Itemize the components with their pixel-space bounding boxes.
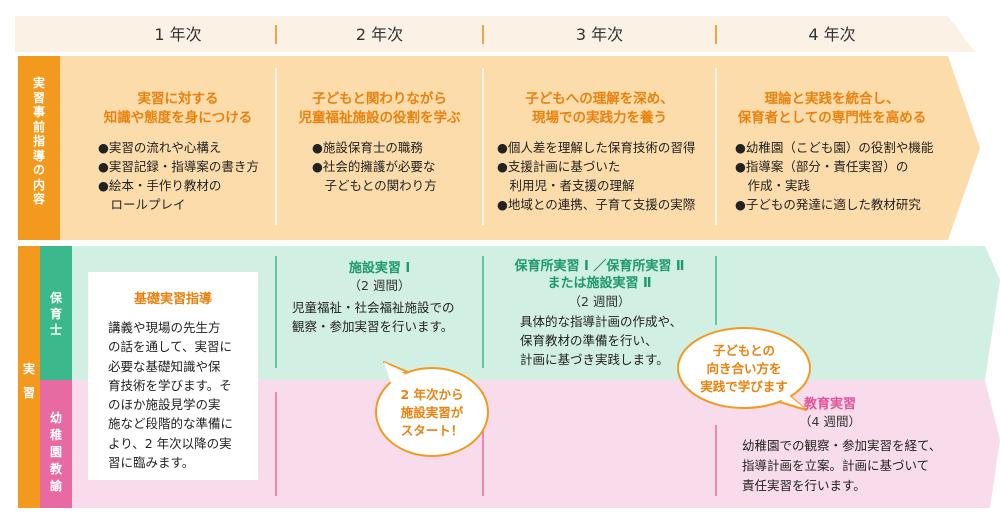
face-bubble-text: 子どもとの 向き合い方を 実践で学びます: [700, 343, 788, 394]
year-2: 2 年次: [355, 25, 404, 44]
nursery-practice-text: 具体的な指導計画の作成や、 保育教材の準備を行い、 計画に基づき実践します。: [520, 314, 683, 367]
start-bubble-text: 2 年次から 施設実習が スタート！: [400, 387, 464, 438]
nursery-label-bar: [40, 246, 72, 380]
kinder-practice-text: 幼稚園での観察・参加実習を経て、 指導計画を立案。計画に基づいて 責任実習を行い…: [742, 438, 942, 493]
guidance-bullets-3: ●個人差を理解した保育技術の習得 ●支援計画に基づいた 利用児・者支援の理解 ●…: [497, 140, 696, 212]
start-bubble-tail-fill: [384, 362, 405, 383]
guidance-bullets-2: ●施設保育士の職務 ●社会的擁護が必要な 子どもとの関わり方: [312, 140, 437, 193]
year-1: 1 年次: [154, 25, 202, 44]
facility-title: 施設実習 Ⅰ: [348, 261, 411, 276]
year-3: 3 年次: [575, 25, 624, 44]
facility-text: 児童福祉・社会福祉施設での 観察・参加実習を行います。: [292, 300, 455, 334]
basic-title: 基礎実習指導: [133, 292, 212, 307]
guidance-heading-2: 子どもと関わりながら 児童福祉施設の役割を学ぶ: [298, 91, 461, 126]
guidance-heading-4: 理論と実践を統合し、 保育者としての専門性を高める: [737, 91, 927, 126]
kinder-practice-title: 教育実習: [803, 397, 856, 412]
kinder-label-bar: [40, 380, 72, 508]
basic-box: [88, 272, 258, 480]
guidance-side-label: 実習事前指導の内容: [32, 76, 45, 206]
basic-text: 講義や現場の先生方 の話を通して、実習に 必要な基礎知識や保 育技術を学びます。…: [108, 320, 234, 471]
face-bubble: [677, 327, 811, 409]
guidance-band: [18, 56, 980, 240]
kinder-band: [18, 380, 1000, 508]
facility-duration: （2 週間）: [348, 278, 411, 293]
guidance-bullets-4: ●幼稚園（こども園）の役割や機能 ●指導案（部分・責任実習）の 作成・実践 ●子…: [735, 140, 934, 212]
year-4: 4 年次: [808, 25, 856, 44]
nursery-side-label: 保育士: [49, 291, 62, 337]
header-band: [15, 16, 975, 52]
nursery-practice-duration: （2 週間）: [568, 294, 631, 309]
kinder-side-label: 幼稚園教諭: [49, 411, 62, 493]
guidance-heading-1: 実習に対する 知識や態度を身につける: [103, 91, 253, 126]
practice-label-bar: [18, 246, 40, 508]
guidance-heading-3: 子どもへの理解を深め、 現場での実践力を養う: [525, 91, 674, 126]
nursery-practice-title: 保育所実習 Ⅰ ／保育所実習 Ⅱ または施設実習 Ⅱ: [514, 259, 685, 291]
practice-side-label: 実習: [22, 362, 35, 400]
kinder-practice-duration: （4 週間）: [799, 414, 861, 429]
guidance-label-bar: [18, 56, 60, 240]
guidance-bullets-1: ●実習の流れや心構え ●実習記録・指導案の書き方 ●絵本・手作り教材の ロールプ…: [98, 140, 259, 212]
start-bubble: [375, 367, 489, 457]
face-bubble-tail-fill: [778, 393, 804, 408]
